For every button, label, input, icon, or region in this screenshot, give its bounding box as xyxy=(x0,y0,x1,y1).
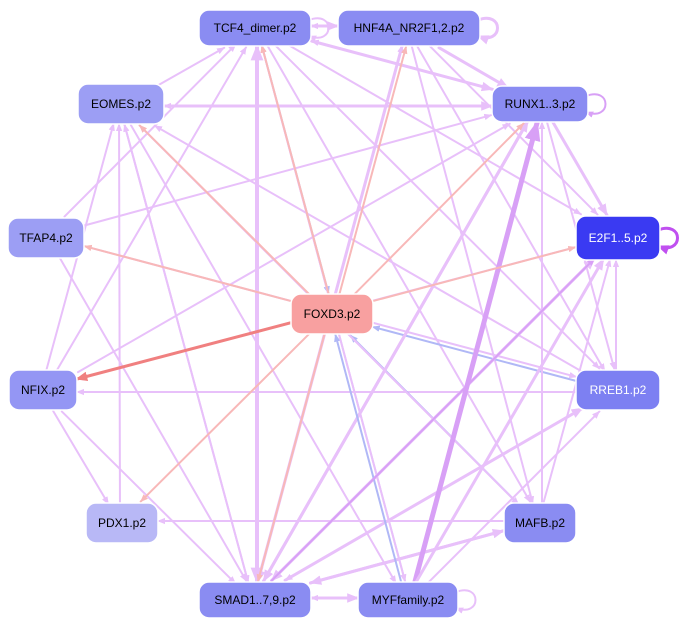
edge-pdx1-to-eomes xyxy=(115,123,123,505)
node-smad[interactable]: SMAD1..7,9.p2 xyxy=(198,581,312,619)
node-hnf4a[interactable]: HNF4A_NR2F1,2.p2 xyxy=(337,9,481,47)
node-label: EOMES.p2 xyxy=(91,97,151,111)
node-box xyxy=(290,293,374,335)
edge-smad-to-eomes xyxy=(123,123,250,584)
node-mafb[interactable]: MAFB.p2 xyxy=(503,502,577,544)
node-label: TFAP4.p2 xyxy=(19,231,73,245)
node-box xyxy=(503,502,577,544)
node-label: SMAD1..7,9.p2 xyxy=(214,593,296,607)
edge-hnf4a-to-runx xyxy=(437,46,510,90)
edge-foxd3-to-eomes xyxy=(138,124,312,297)
edge-smad-to-rreb xyxy=(283,406,584,582)
node-label: PDX1.p2 xyxy=(98,516,146,530)
node-eomes[interactable]: EOMES.p2 xyxy=(77,83,165,125)
node-tcf4[interactable]: TCF4_dimer.p2 xyxy=(198,9,312,47)
edge-myf-to-e2f xyxy=(415,257,606,583)
node-rreb[interactable]: RREB1.p2 xyxy=(575,369,661,411)
edge-tfap4-to-tcf4 xyxy=(63,43,237,218)
edge-nfix-to-tcf4 xyxy=(55,46,248,373)
node-box xyxy=(337,9,481,47)
self-loop-hnf4a xyxy=(476,16,499,45)
node-box xyxy=(85,502,159,544)
edge-nfix-to-runx xyxy=(76,122,511,374)
edge-foxd3-to-nfix xyxy=(74,321,292,382)
node-tfap4[interactable]: TFAP4.p2 xyxy=(7,217,85,259)
node-box xyxy=(77,83,165,125)
edge-myf-to-runx xyxy=(412,120,541,586)
self-loop-tcf4 xyxy=(308,17,330,42)
edge-nfix-to-pdx1 xyxy=(52,410,110,506)
node-box xyxy=(357,581,459,619)
node-label: TCF4_dimer.p2 xyxy=(214,21,297,35)
node-pdx1[interactable]: PDX1.p2 xyxy=(85,502,159,544)
node-e2f[interactable]: E2F1..5.p2 xyxy=(575,215,661,261)
edge-foxd3-to-hnf4a xyxy=(338,45,408,296)
node-label: MYFfamily.p2 xyxy=(372,593,445,607)
edge-hnf4a-to-e2f xyxy=(427,43,599,216)
node-nfix[interactable]: NFIX.p2 xyxy=(8,369,78,411)
self-loops-layer xyxy=(308,16,679,614)
edge-foxd3-to-smad xyxy=(256,332,326,583)
edge-foxd3-to-pdx1 xyxy=(139,331,312,503)
node-box xyxy=(7,217,85,259)
edge-hnf4a-to-rreb xyxy=(416,45,606,372)
edge-foxd3-to-e2f xyxy=(371,245,577,303)
edge-smad-to-mafb xyxy=(308,528,505,585)
node-myf[interactable]: MYFfamily.p2 xyxy=(357,581,459,619)
edge-foxd3-to-tcf4 xyxy=(260,44,330,295)
node-box xyxy=(198,581,312,619)
node-box xyxy=(8,369,78,411)
edge-myf-to-foxd3 xyxy=(334,333,403,584)
edge-nfix-to-smad xyxy=(60,410,237,585)
node-label: FOXD3.p2 xyxy=(304,307,361,321)
edge-tcf4-to-mafb xyxy=(266,44,532,504)
edge-foxd3-to-runx xyxy=(352,122,525,297)
edge-runx-to-e2f xyxy=(550,119,609,217)
edge-tcf4-to-rreb xyxy=(273,43,601,370)
node-label: E2F1..5.p2 xyxy=(589,231,648,245)
edge-eomes-to-tcf4 xyxy=(156,46,226,87)
self-loop-myf xyxy=(455,589,477,614)
self-loop-e2f xyxy=(656,226,679,255)
node-label: MAFB.p2 xyxy=(515,516,565,530)
edge-smad-to-e2f xyxy=(270,257,596,582)
node-box xyxy=(575,369,661,411)
edge-myf-to-rreb xyxy=(426,410,601,585)
node-label: RUNX1..3.p2 xyxy=(505,97,576,111)
node-runx[interactable]: RUNX1..3.p2 xyxy=(491,85,589,123)
node-label: RREB1.p2 xyxy=(590,383,647,397)
edge-smad-to-runx xyxy=(262,119,530,583)
node-label: HNF4A_NR2F1,2.p2 xyxy=(354,21,465,35)
node-box xyxy=(198,9,312,47)
edge-rreb-to-eomes xyxy=(153,124,584,373)
self-loop-runx xyxy=(585,93,607,118)
node-foxd3[interactable]: FOXD3.p2 xyxy=(290,293,374,335)
node-label: NFIX.p2 xyxy=(21,383,65,397)
node-box xyxy=(575,215,661,261)
edge-foxd3-to-tfap4 xyxy=(83,244,293,303)
node-box xyxy=(491,85,589,123)
